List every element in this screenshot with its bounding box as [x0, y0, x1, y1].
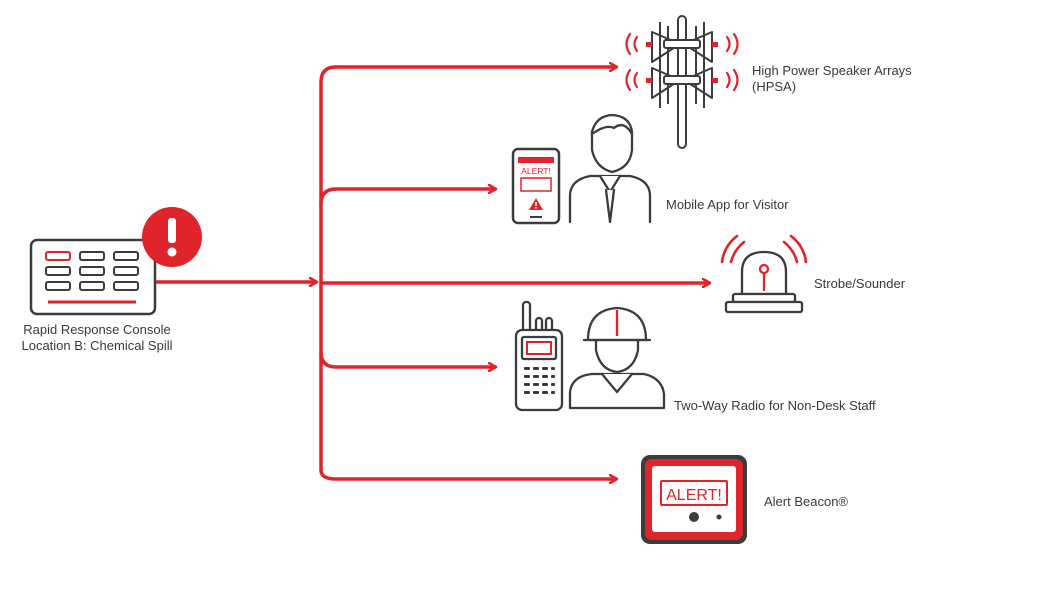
alert-beacon-device-icon: ALERT! [641, 455, 747, 544]
arrow-to-mobile [319, 189, 495, 206]
strobe-label: Strobe/Sounder [814, 276, 906, 291]
mobile-screen-text: ALERT! [521, 166, 551, 176]
arrow-to-beacon [319, 468, 616, 479]
source-label-line2: Location B: Chemical Spill [21, 338, 173, 353]
beacon-label: Alert Beacon® [764, 494, 849, 509]
speaker-label-line2: (HPSA) [752, 79, 797, 94]
speaker-label: High Power Speaker Arrays (HPSA) [752, 63, 912, 95]
beacon-screen-text: ALERT! [666, 487, 722, 504]
speaker-label-line1: High Power Speaker Arrays [752, 63, 912, 78]
radio-label: Two-Way Radio for Non-Desk Staff [674, 398, 876, 413]
speaker-array-icon [625, 15, 739, 149]
arrow-to-radio [319, 350, 495, 367]
source-label: Rapid Response Console Location B: Chemi… [5, 322, 189, 354]
connector-trunk [319, 65, 338, 472]
console-keypad-icon [29, 238, 157, 316]
strobe-beacon-icon [720, 234, 808, 314]
exclamation-alert-icon [142, 207, 202, 267]
mobile-phone-person-icon: ALERT! [511, 113, 652, 225]
source-label-line1: Rapid Response Console [23, 322, 171, 337]
radio-worker-icon [514, 300, 666, 412]
mobile-label: Mobile App for Visitor [666, 197, 789, 212]
connector-lines [155, 65, 709, 479]
